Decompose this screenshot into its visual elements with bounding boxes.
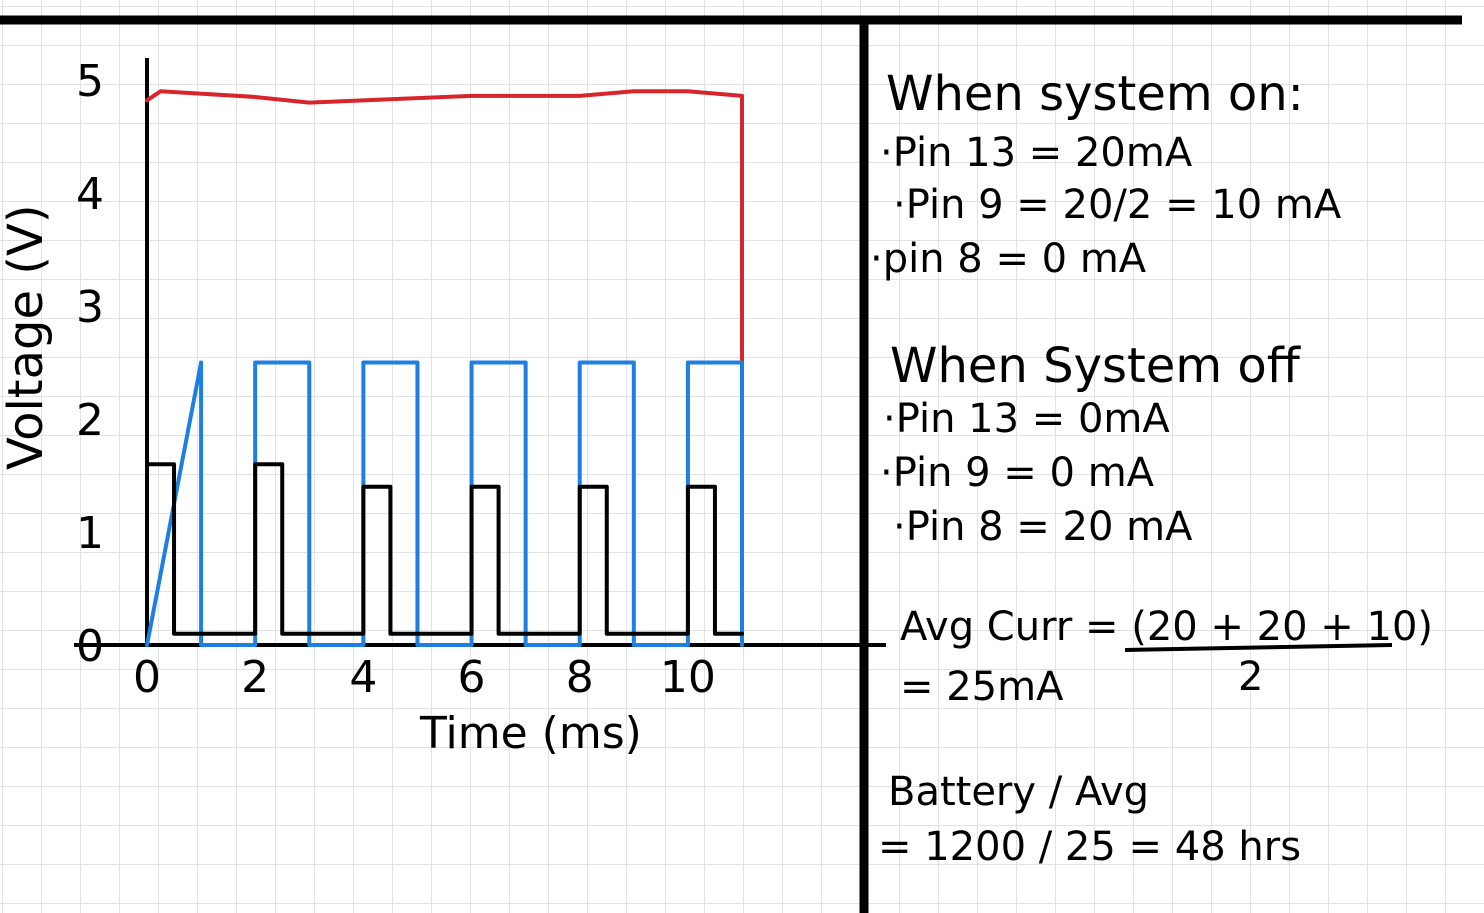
series-1-point — [632, 643, 636, 647]
series-2-point — [686, 485, 690, 489]
x-tick-label: 2 — [241, 652, 269, 703]
x-tick-label: 8 — [566, 652, 594, 703]
series-1-point — [524, 643, 528, 647]
series-2-point — [388, 485, 392, 489]
series-1-point — [253, 361, 257, 364]
x-tick-label: 4 — [349, 652, 377, 703]
series-1-point — [361, 361, 365, 364]
series-1-point — [686, 643, 690, 647]
series-1-point — [686, 361, 690, 364]
series-0-point — [253, 95, 257, 99]
x-tick-label: 6 — [458, 652, 486, 703]
series-1-point — [361, 643, 365, 647]
series-1-point — [199, 643, 203, 647]
series-2-point — [361, 632, 365, 636]
note-on-pin8: ·pin 8 = 0 mA — [870, 236, 1147, 282]
series-1-point — [307, 361, 311, 364]
series-2-point — [280, 632, 284, 636]
series-1-point — [524, 361, 528, 364]
series-1-point — [578, 643, 582, 647]
series-0-point — [578, 94, 582, 98]
series-1-point — [578, 361, 582, 364]
series-2-point — [253, 462, 257, 466]
note-system-off-heading: When System off — [890, 338, 1301, 394]
series-1-point — [415, 643, 419, 647]
series-1-point — [199, 361, 203, 364]
series-2-point — [713, 632, 717, 636]
series-1-point — [145, 643, 149, 647]
series-1-point — [470, 361, 474, 364]
series-1-point — [307, 643, 311, 647]
note-off-pin13: ·Pin 13 = 0mA — [883, 396, 1170, 442]
note-avg-curr-numerator: Avg Curr = (20 + 20 + 10) — [900, 604, 1433, 650]
x-tick-label: 0 — [133, 652, 161, 703]
note-avg-curr-result: = 25mA — [900, 664, 1064, 710]
y-tick-label: 2 — [76, 395, 104, 446]
series-0-point — [159, 89, 163, 93]
series-line-2 — [145, 462, 744, 636]
series-2-point — [578, 485, 582, 489]
series-2-point — [388, 632, 392, 636]
x-tick-label: 10 — [660, 652, 716, 703]
note-avg-curr-denominator: 2 — [1238, 654, 1263, 700]
series-1-point — [740, 361, 744, 364]
series-1-point — [415, 361, 419, 364]
note-on-pin9: ·Pin 9 = 20/2 = 10 mA — [893, 182, 1342, 228]
note-battery-avg: Battery / Avg — [888, 769, 1149, 815]
series-line-1 — [145, 360, 744, 647]
series-2-point — [605, 485, 609, 489]
series-0-point — [470, 94, 474, 98]
series-0-point — [740, 94, 744, 98]
x-axis-title: Time (ms) — [419, 708, 642, 759]
y-tick-label: 4 — [76, 169, 104, 220]
note-off-pin8: ·Pin 8 = 20 mA — [893, 504, 1193, 550]
series-2-point — [605, 632, 609, 636]
series-2-point — [361, 485, 365, 489]
series-2-point — [470, 485, 474, 489]
series-2-point — [280, 462, 284, 466]
series-1-point — [253, 643, 257, 647]
note-battery-life: = 1200 / 25 = 48 hrs — [878, 824, 1301, 870]
series-2-point — [172, 632, 176, 636]
fraction-bar — [1124, 643, 1393, 652]
y-tick-label: 0 — [76, 621, 104, 672]
series-2-point — [578, 632, 582, 636]
series-line-0 — [145, 89, 744, 625]
series-2-point — [470, 632, 474, 636]
y-axis-title: Voltage (V) — [0, 204, 54, 470]
series-2-point — [713, 485, 717, 489]
series-2-point — [740, 632, 744, 636]
series-2-point — [497, 485, 501, 489]
note-on-pin13: ·Pin 13 = 20mA — [880, 130, 1193, 176]
series-2-point — [253, 632, 257, 636]
y-tick-label: 1 — [76, 508, 104, 559]
note-system-on-heading: When system on: — [886, 66, 1304, 122]
series-0-point — [632, 89, 636, 93]
series-1-point — [470, 643, 474, 647]
y-tick-label: 5 — [76, 56, 104, 107]
series-0-point — [361, 98, 365, 102]
series-2-point — [172, 462, 176, 466]
series-2-point — [497, 632, 501, 636]
series-2-point — [145, 462, 149, 466]
series-1-point — [632, 361, 636, 364]
series-0-point — [686, 89, 690, 93]
series-0-point — [145, 98, 149, 102]
y-tick-label: 3 — [76, 282, 104, 333]
series-0-point — [307, 101, 311, 105]
series-2-point — [686, 632, 690, 636]
series-1-point — [740, 643, 744, 647]
note-off-pin9: ·Pin 9 = 0 mA — [880, 450, 1155, 496]
